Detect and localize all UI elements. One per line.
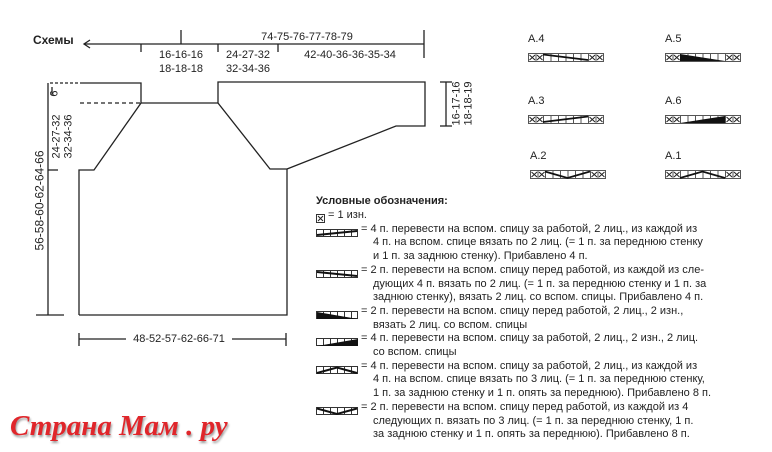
legend-text-line: со вспом. спицы (373, 346, 457, 358)
chart-grid (665, 166, 741, 184)
chart-a4: A.4 (528, 33, 604, 67)
legend-symbol-v-icon (316, 403, 359, 421)
chart-label: A.2 (530, 150, 547, 162)
legend-symbol-x-icon (316, 211, 326, 229)
dim-top-c: 42-40-36-36-35-34 (304, 49, 396, 61)
watermark-logo: Страна Мам . ру (10, 410, 228, 442)
chart-label: A.1 (665, 150, 682, 162)
dim-left-mid2-text: 32-34-36 (62, 114, 75, 159)
legend-text-line: = 4 п. перевести на вспом. спицу за рабо… (361, 222, 698, 235)
legend-text-line: = 4 п. перевести на вспом. спицу за рабо… (361, 332, 699, 345)
dim-top-b2: 32-34-36 (225, 63, 271, 75)
dim-right2: 18-18-19 (439, 81, 499, 125)
chart-label: A.5 (665, 33, 682, 45)
chart-grid (665, 49, 741, 67)
chart-a3: A.3 (528, 95, 604, 129)
chart-grid (665, 111, 741, 129)
legend-symbol-fillup-icon (316, 334, 359, 352)
legend-text-line: = 2 п. перевести на вспом. спицу перед р… (361, 263, 704, 276)
dim-left-total: 56-58-60-62-64-66 (0, 150, 95, 250)
legend-text-line: дующих 4 п. вязать по 2 лиц. (= 1 п. за … (373, 277, 707, 290)
legend-text-line: 4 п. на вспом. спице вязать по 3 лиц. (=… (373, 373, 705, 386)
dim-top-a1: 16-16-16 (158, 49, 204, 61)
dim-left-small: 6 (35, 87, 75, 100)
legend-symbol-filldown-icon (316, 307, 359, 325)
chart-label: A.3 (528, 95, 545, 107)
chart-a5: A.5 (665, 33, 741, 67)
legend-text-line: 1 п. за заднюю стенку и 1 п. опять за пе… (373, 387, 712, 400)
dim-top-total: 74-75-76-77-78-79 (261, 31, 353, 43)
chart-grid (528, 111, 604, 129)
dim-top-b1: 24-27-32 (225, 49, 271, 61)
legend-text-line: = 1 изн. (328, 209, 367, 221)
legend-title: Условные обозначения: (316, 195, 448, 207)
legend-text-line: вязать 2 лиц. со вспом. спицы (373, 318, 528, 331)
legend-symbol-down-icon (316, 225, 359, 243)
chart-a1: A.1 (665, 150, 741, 184)
legend-text-line: = 2 п. перевести на вспом. спицу перед р… (361, 400, 689, 413)
dim-left-mid2: 32-34-36 (39, 114, 99, 158)
legend-text-line: 4 п. на вспом. спице вязать по 2 лиц. (=… (373, 236, 703, 249)
dim-left-total-text: 56-58-60-62-64-66 (32, 150, 47, 251)
chart-label: A.6 (665, 95, 682, 107)
arrow-head (82, 39, 91, 49)
legend-text-line: за заднюю стенку и 1 п. опять за передню… (373, 428, 690, 441)
dim-bottom: 48-52-57-62-66-71 (133, 333, 225, 345)
dim-top-a2: 18-18-18 (158, 63, 204, 75)
piece-outline (79, 81, 426, 316)
chart-a2: A.2 (530, 150, 606, 184)
page-title: Схемы (33, 33, 74, 47)
legend-symbol-downsplit-icon (316, 266, 359, 284)
legend-text-line: = 4 п. перевести на вспом. спицу за рабо… (361, 359, 698, 372)
chart-label: A.4 (528, 33, 545, 45)
chart-a6: A.6 (665, 95, 741, 129)
chart-grid (530, 166, 606, 184)
legend-text-line: заднюю стенку), вязать 2 лиц. со вспом. … (373, 291, 704, 304)
dim-right2-text: 18-18-19 (462, 81, 475, 126)
chart-grid (528, 49, 604, 67)
legend-text-line: следующих п. вязать по 3 лиц. (= 1 п. за… (373, 414, 694, 427)
legend-symbol-caret-icon (316, 362, 359, 380)
legend-text-line: и 1 п. за заднюю стенку). Прибавлено 4 п… (373, 250, 588, 263)
legend-text-line: = 2 п. перевести на вспом. спицу перед р… (361, 304, 684, 317)
